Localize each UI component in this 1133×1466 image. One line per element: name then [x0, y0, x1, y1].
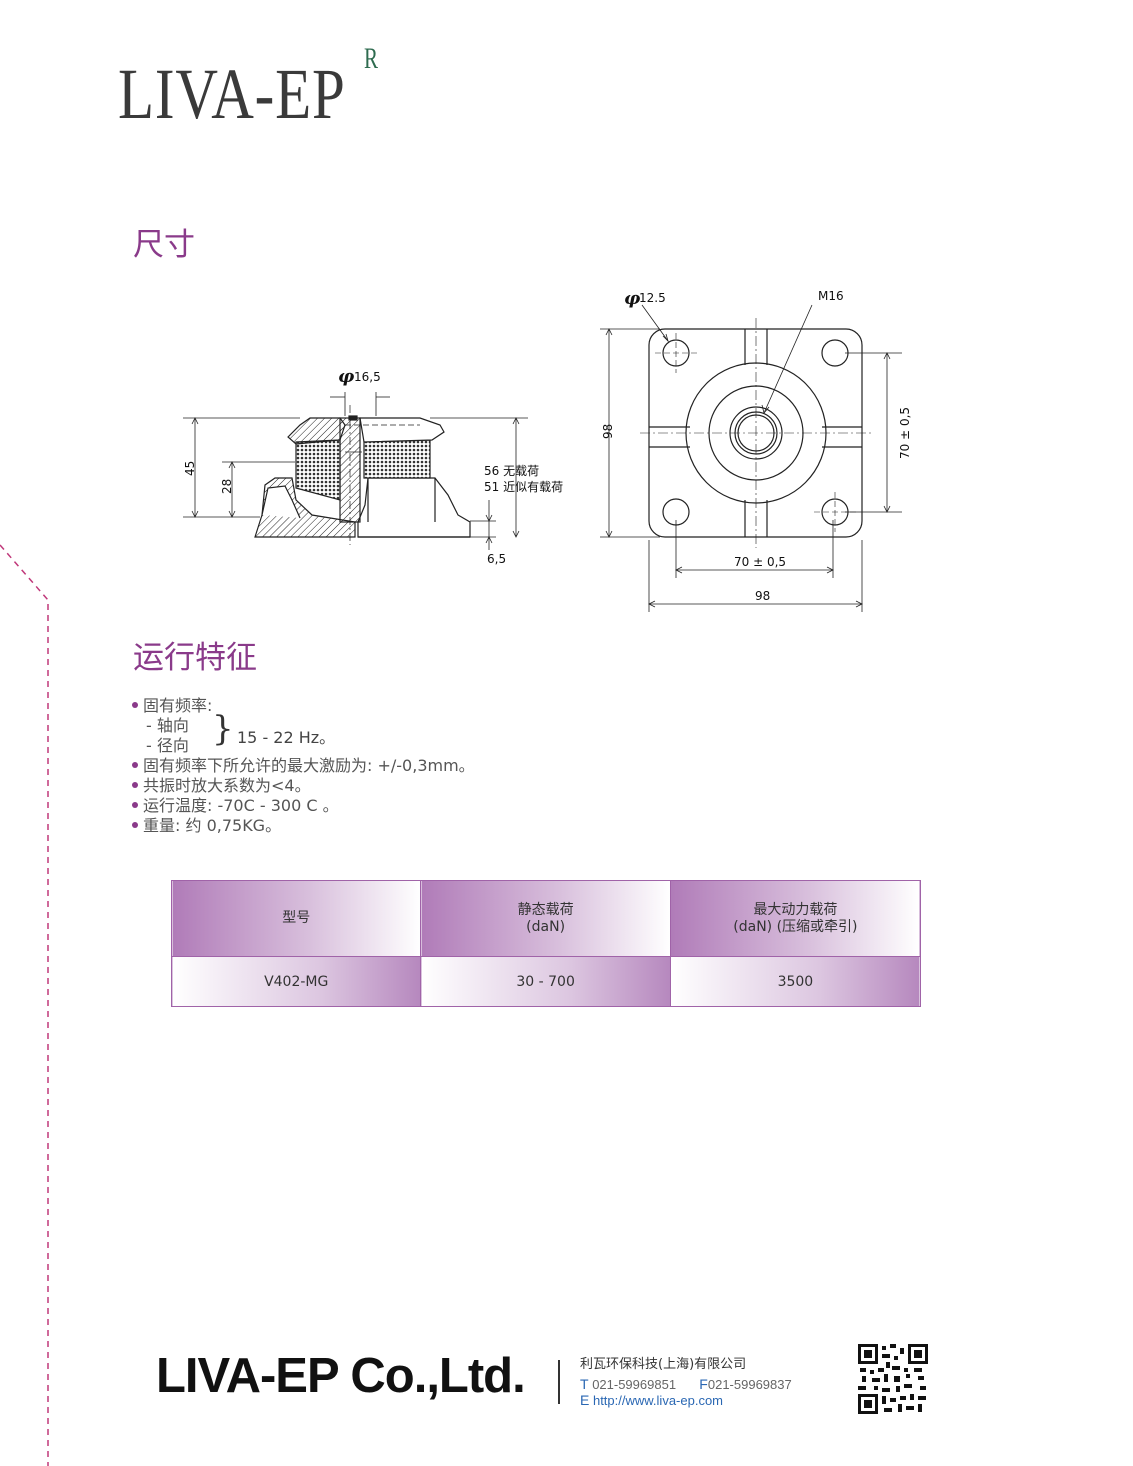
table-header-row: 型号 静态载荷(daN) 最大动力载荷(daN) (压缩或牵引): [170, 880, 922, 957]
email-label: E: [580, 1392, 590, 1408]
feature-amplification: 共振时放大系数为<4。: [132, 776, 475, 796]
label-dim-70-bottom: 70 ± 0,5: [734, 555, 786, 569]
bullet-icon: [132, 761, 138, 768]
technical-drawing: φ 16,5 45 28 56 无载荷 51 近似有载荷 6,5: [183, 288, 912, 612]
cell-max-dynamic-load: 3500: [669, 956, 922, 1007]
label-dim-98-left: 98: [601, 424, 615, 439]
bullet-icon: [132, 781, 138, 788]
phi-symbol-1: φ: [338, 366, 355, 387]
tel-number: 021-59969851: [592, 1377, 677, 1392]
section-title-characteristics: 运行特征: [133, 640, 257, 676]
brand-logo: LIVA-EP: [118, 54, 346, 134]
label-dim-70-right: 70 ± 0,5: [898, 407, 912, 459]
bullet-icon: [132, 821, 138, 828]
feature-temperature: 运行温度: -70C - 300 C 。: [132, 796, 475, 816]
footer-contact-web: E http://www.liva-ep.com: [580, 1393, 723, 1407]
table-row: V402-MG 30 - 700 3500: [170, 956, 922, 1007]
footer-separator: [558, 1360, 560, 1404]
feature-radial: - 径向: [146, 736, 189, 755]
label-phi-16: 16,5: [354, 370, 381, 384]
cell-model: V402-MG: [170, 956, 422, 1007]
feature-weight: 重量: 约 0,75KG。: [132, 816, 475, 836]
feature-axial: - 轴向: [146, 716, 189, 735]
registered-mark: R: [364, 42, 379, 75]
cell-static-load: 30 - 700: [420, 956, 671, 1007]
features-list: 固有频率: - 轴向 - 径向 } 15 - 22 Hz。 固有频率下所允许的最…: [132, 696, 475, 836]
fax-number: 021-59969837: [707, 1377, 792, 1392]
feature-max-excitation: 固有频率下所允许的最大激励为: +/-0,3mm。: [132, 756, 475, 776]
label-dim-28: 28: [220, 479, 234, 494]
label-m16: M16: [818, 289, 844, 303]
header-static-load: 静态载荷(daN): [420, 880, 671, 957]
header-max-dynamic-load: 最大动力载荷(daN) (压缩或牵引): [669, 880, 922, 957]
bullet-icon: [132, 701, 138, 708]
label-dim-45: 45: [183, 461, 197, 476]
fax-label: F: [699, 1376, 708, 1392]
label-dim-51: 51 近似有载荷: [484, 480, 563, 494]
phi-symbol-2: φ: [624, 288, 641, 309]
website-link[interactable]: http://www.liva-ep.com: [592, 1393, 724, 1408]
footer-company-name: LIVA-EP Co.,Ltd.: [156, 1349, 526, 1403]
spec-table: 型号 静态载荷(daN) 最大动力载荷(daN) (压缩或牵引) V402-MG…: [170, 880, 922, 1007]
section-title-dimensions: 尺寸: [133, 227, 195, 263]
label-phi-12: 12.5: [639, 291, 666, 305]
qr-code-icon: [858, 1344, 928, 1414]
top-view: [600, 304, 902, 612]
footer-contact-phone: T 021-59969851 F021-59969837: [580, 1377, 792, 1391]
left-dashed-border: [0, 544, 49, 1466]
label-dim-56: 56 无载荷: [484, 464, 539, 478]
bullet-icon: [132, 801, 138, 808]
tel-label: T: [580, 1376, 589, 1392]
side-view: [183, 392, 528, 550]
brace-icon: }: [212, 709, 234, 749]
header-model: 型号: [170, 880, 422, 957]
feature-natural-frequency: 固有频率:: [132, 696, 475, 716]
label-dim-6-5: 6,5: [487, 552, 506, 566]
footer-chinese-name: 利瓦环保科技(上海)有限公司: [580, 1357, 747, 1372]
feature-frequency-value: 15 - 22 Hz。: [237, 728, 336, 747]
label-dim-98-bottom: 98: [755, 589, 770, 603]
